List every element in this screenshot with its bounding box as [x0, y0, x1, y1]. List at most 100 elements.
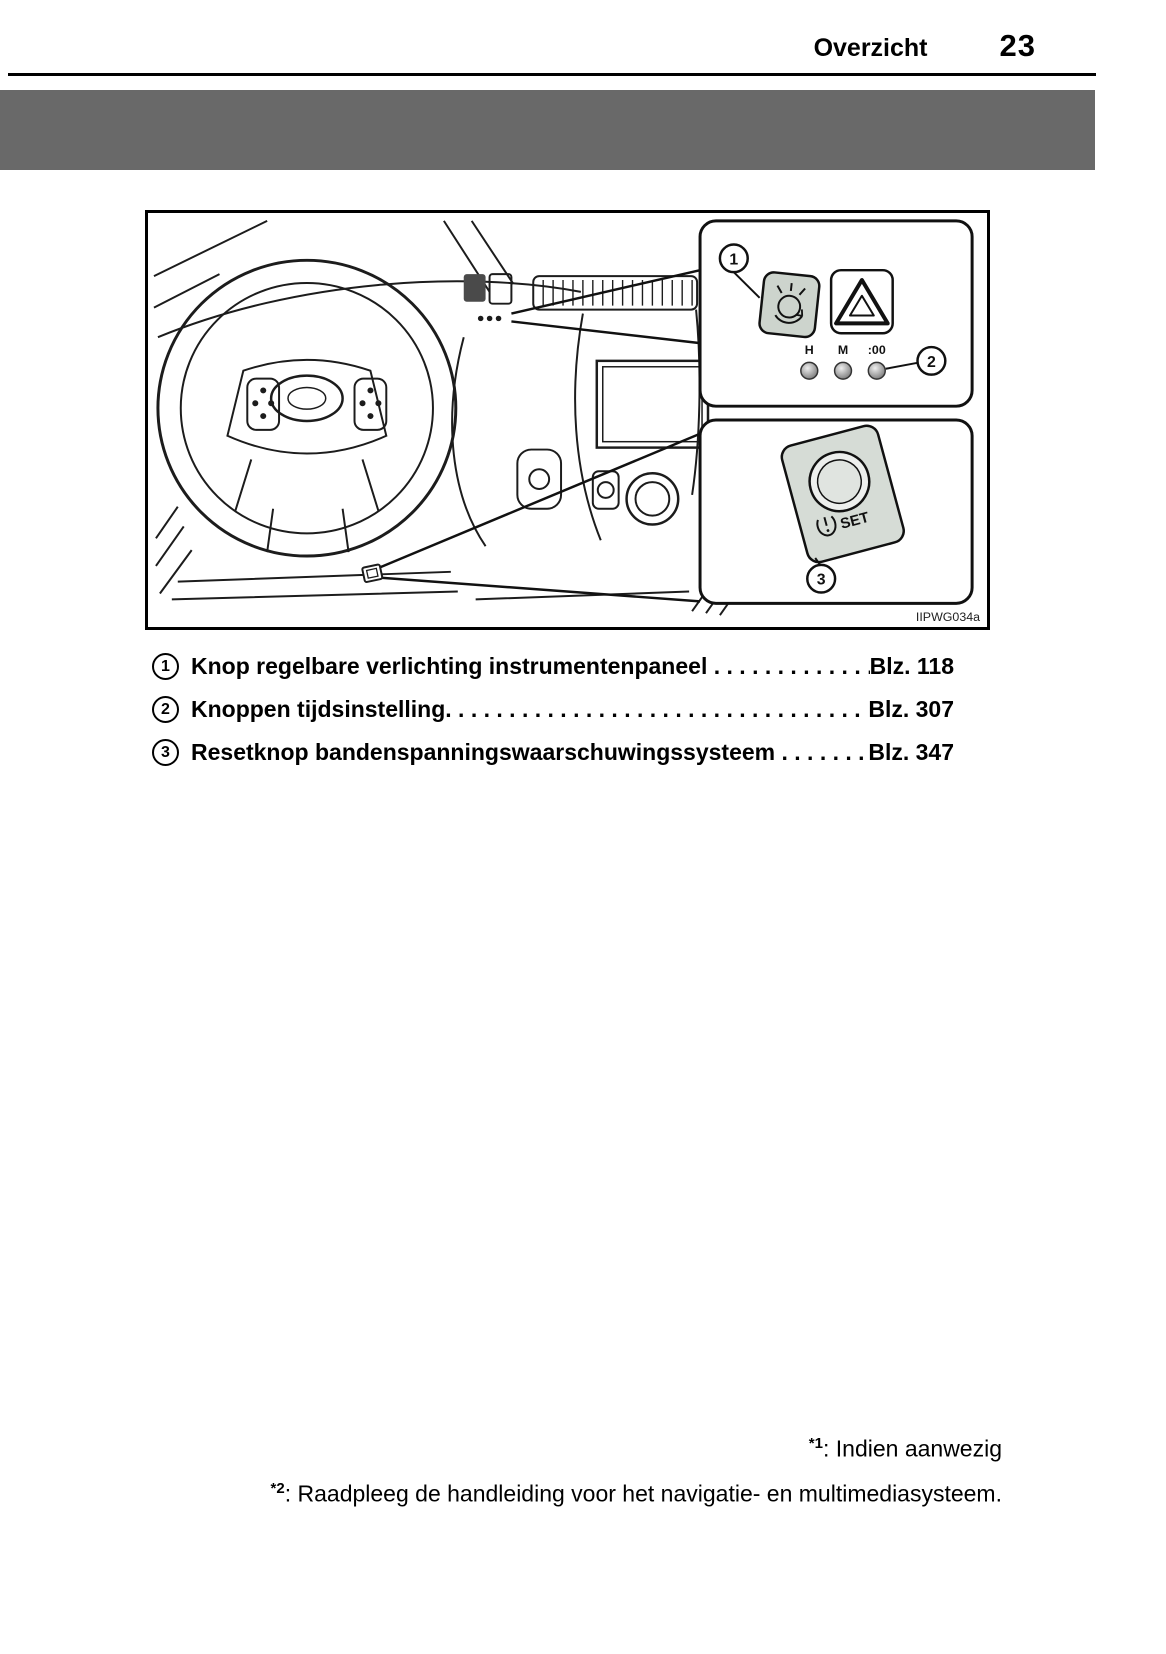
tpms-reset-location [361, 563, 384, 583]
chapter-banner [0, 90, 1095, 170]
lower-spokes [234, 459, 380, 553]
leader-top-upper [511, 268, 701, 315]
tpms-reset-button-cap [816, 459, 863, 505]
brightness-dial-icon [774, 283, 806, 324]
shift-lever-bezel [516, 448, 563, 510]
section-title: Overzicht [813, 34, 928, 62]
footnote-2-marker: *2 [270, 1479, 285, 1497]
legend-dot-leader: . . . . . . . . . . . . . . . . . . . . … [781, 739, 865, 765]
console-left-edge [574, 313, 602, 541]
clock-minute-button [833, 361, 853, 380]
callout-leader-lines [375, 268, 701, 603]
page-number: 23 [999, 28, 1036, 63]
callout-3-badge: 3 [806, 563, 837, 594]
tpms-reset-button: SET [780, 424, 905, 564]
clock-hour-label: H [805, 343, 814, 357]
audio-knob [625, 471, 680, 526]
callout-3-number: 3 [817, 572, 826, 589]
footnote-1: *1: Indien aanwezig [271, 1424, 1002, 1469]
dash-top-edge [157, 280, 582, 339]
legend-label: Knoppen tijdsinstelling [191, 696, 446, 722]
instrument-light-button [758, 271, 821, 339]
callout-2-connector [885, 361, 918, 370]
legend-item-1: 1 Knop regelbare verlichting instrumente… [152, 645, 954, 688]
figure-frame: H M :00 1 2 [145, 210, 990, 630]
clock-zero-label: :00 [868, 343, 886, 357]
figure-code: IIPWG034a [916, 610, 980, 624]
spoke-switch-dots [252, 387, 382, 420]
legend-item-2: 2 Knoppen tijdsinstelling . . . . . . . … [152, 688, 954, 731]
footnote-2: *2: Raadpleeg de handleiding voor het na… [271, 1469, 1002, 1514]
start-button-bezel [591, 470, 620, 510]
tpms-reset-location-inner [365, 567, 379, 579]
tpms-reset-location-outline [361, 563, 384, 583]
a-pillar-lines [153, 220, 515, 309]
footnote-1-marker: *1 [808, 1435, 823, 1452]
footnotes: *1: Indien aanwezig *2: Raadpleeg de han… [271, 1424, 1002, 1513]
callout-2-circle [916, 345, 947, 376]
legend-label: Resetknop bandenspanningswaarschuwingssy… [191, 739, 776, 765]
legend-number-badge: 2 [152, 696, 179, 723]
brand-emblem-inner [287, 386, 327, 410]
hazard-button [829, 268, 894, 335]
legend-label: Knop regelbare verlichting instrumentenp… [191, 653, 708, 679]
callout-3-connector [814, 557, 822, 566]
hazard-triangle-icon [834, 278, 890, 326]
footnote-2-text: : Raadpleeg de handleiding voor het navi… [284, 1480, 1002, 1507]
header-rule [8, 73, 1096, 76]
callout-1-badge: 1 [718, 243, 749, 274]
legend-dot-leader: . . . . . . . . . . . . . . . . . . . . … [445, 696, 868, 722]
legend-page-ref: Blz. 347 [868, 739, 954, 765]
page-header: Overzicht 23 [814, 28, 1036, 64]
instrument-light-button-body [758, 271, 821, 339]
callout-1-number: 1 [729, 251, 738, 268]
legend-page-ref: Blz. 307 [868, 696, 954, 722]
clock-hour-button [800, 361, 819, 380]
leader-bottom-upper [375, 432, 701, 570]
brand-emblem [269, 374, 344, 423]
leader-bottom-lower [380, 576, 701, 603]
leader-top-lower [511, 320, 701, 345]
callout-2-badge: 2 [916, 345, 947, 376]
legend-page-ref: Blz. 118 [869, 653, 954, 679]
steering-wheel [156, 258, 458, 558]
dashboard-line-art [153, 220, 735, 616]
clock-set-buttons: H M :00 [800, 343, 886, 380]
callout-box-bottom: SET 3 [698, 418, 974, 605]
knee-bolster-line [451, 336, 487, 547]
callout-1-connector [733, 271, 761, 299]
wheel-hub [226, 358, 388, 455]
center-vent [532, 275, 699, 311]
clock-minute-label: M [838, 343, 848, 357]
hazard-button-body [829, 268, 894, 335]
tpms-set-label: SET [839, 510, 871, 533]
legend-item-3: 3 Resetknop bandenspanningswaarschuwings… [152, 731, 954, 774]
hazard-triangle-icon-inner [848, 294, 875, 317]
right-spoke-switch-pad [353, 377, 388, 431]
callout-3-circle [806, 563, 837, 594]
under-dash-lines [171, 570, 690, 601]
vent-slats [542, 280, 693, 306]
legend-number-badge: 1 [152, 653, 179, 680]
left-spoke-switch-pad [246, 377, 281, 431]
dash-switch-dark [463, 274, 486, 302]
callout-1-circle [718, 243, 749, 274]
footnote-1-text: : Indien aanwezig [822, 1435, 1002, 1462]
clock-zero-button [867, 361, 886, 380]
legend-dot-leader: . . . . . . . . . . . . . . . . . . . . … [713, 653, 870, 679]
audio-knob-inner [634, 481, 671, 517]
callout-2-number: 2 [927, 354, 936, 371]
callout-box-top: H M :00 1 2 [698, 219, 974, 408]
tpms-icon [816, 515, 837, 537]
wheel-rim-inner [179, 282, 434, 535]
start-button [596, 481, 615, 499]
dashboard-illustration: H M :00 1 2 [153, 219, 980, 624]
center-display-screen [602, 366, 703, 443]
legend-number-badge: 3 [152, 739, 179, 766]
center-display [595, 359, 710, 449]
legend: 1 Knop regelbare verlichting instrumente… [152, 645, 954, 774]
console-right-edge [691, 309, 701, 496]
shift-lever [528, 468, 551, 490]
dash-switch-outline [488, 273, 513, 305]
